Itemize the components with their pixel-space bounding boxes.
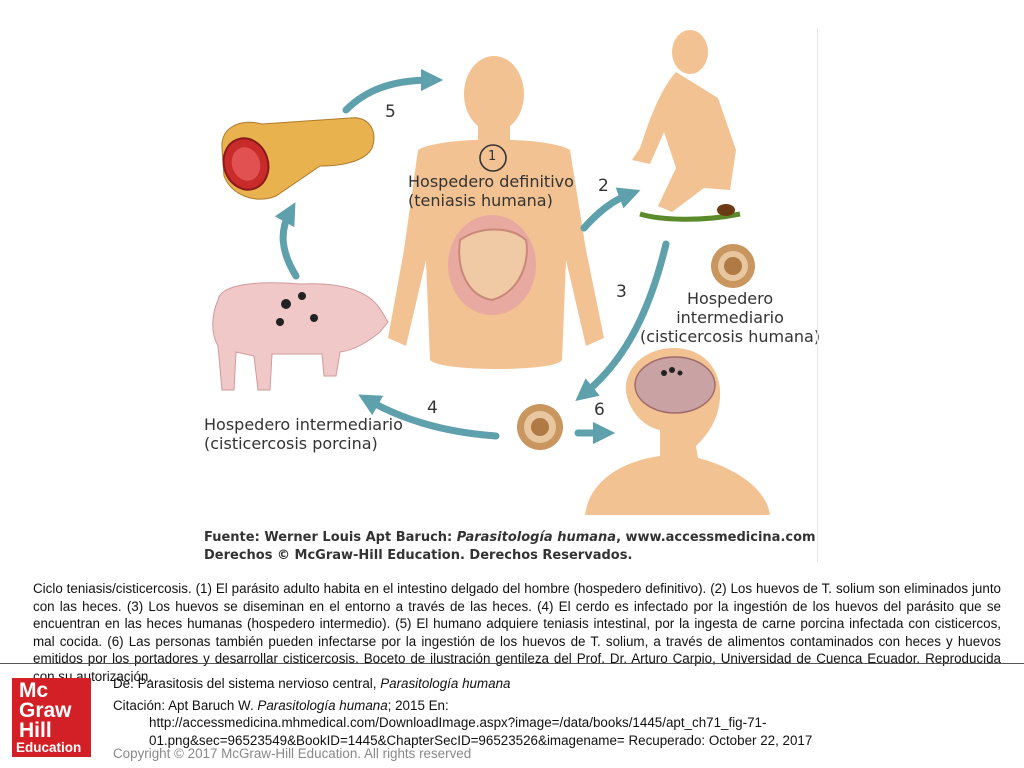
intermediate-pig-subtitle: (cisticercosis porcina) xyxy=(204,434,378,453)
from-line: De: Parasitosis del sistema nervioso cen… xyxy=(113,675,812,693)
source-rights: Derechos © McGraw-Hill Education. Derech… xyxy=(204,548,633,563)
definitive-host-figure xyxy=(388,56,604,369)
intermediate-host-head-figure xyxy=(585,348,770,515)
step-number-1: 1 xyxy=(488,149,497,164)
citation-footer: De: Parasitosis del sistema nervioso cen… xyxy=(113,675,812,749)
citation-url-line-1[interactable]: http://accessmedicina.mhmedical.com/Down… xyxy=(149,715,767,731)
intermediate-human-host-label: Hospedero intermediario (cisticercosis h… xyxy=(640,289,820,346)
squatting-human-figure xyxy=(632,30,741,222)
intermediate-pig-host-label: Hospedero intermediario (cisticercosis p… xyxy=(204,415,403,453)
citation-url-line-2[interactable]: 01.png&sec=96523549&BookID=1445&ChapterS… xyxy=(149,732,813,748)
tapeworm-egg-icon xyxy=(711,244,755,288)
arrow-step-4 xyxy=(358,394,500,440)
intermediate-pig-title: Hospedero intermediario xyxy=(204,415,403,434)
pork-ham-icon xyxy=(221,117,375,200)
arrow-step-2 xyxy=(580,187,641,232)
footer-divider xyxy=(0,663,1024,664)
logo-line-3: Hill xyxy=(19,719,52,742)
logo-line-1: Mc xyxy=(19,679,49,702)
source-suffix: , www.accessmedicina.com xyxy=(616,530,816,545)
tapeworm-egg-icon xyxy=(517,404,563,450)
step-number-3: 3 xyxy=(616,282,627,302)
from-prefix: De: xyxy=(113,676,138,691)
figure-source: Fuente: Werner Louis Apt Baruch: Parasit… xyxy=(204,529,816,565)
citation-book: Parasitología humana xyxy=(257,697,388,713)
intermediate-human-subtitle: (cisticercosis humana) xyxy=(640,327,821,346)
from-book: Parasitología humana xyxy=(380,676,511,691)
logo-line-2: Graw xyxy=(19,699,72,722)
figure-border xyxy=(817,28,818,562)
logo-line-4: Education xyxy=(16,740,82,755)
arrow-step-5 xyxy=(342,68,444,114)
definitive-host-subtitle: (teniasis humana) xyxy=(408,191,553,210)
definitive-host-title: Hospedero definitivo xyxy=(408,172,574,191)
definitive-host-label: Hospedero definitivo (teniasis humana) xyxy=(408,172,574,210)
intermediate-human-title-2: intermediario xyxy=(676,308,784,327)
arrow-step-5-up xyxy=(274,202,300,280)
intermediate-human-title: Hospedero xyxy=(686,289,774,308)
mcgraw-hill-logo: Mc Graw Hill Education xyxy=(12,678,91,757)
from-title: Parasitosis del sistema nervioso central… xyxy=(137,676,381,691)
step-number-6: 6 xyxy=(594,400,605,420)
step-number-4: 4 xyxy=(427,398,438,418)
step-number-2: 2 xyxy=(598,176,609,196)
arrow-step-3 xyxy=(575,240,670,402)
source-book: Parasitología humana xyxy=(456,530,617,545)
copyright-notice: Copyright © 2017 McGraw-Hill Education. … xyxy=(113,746,472,761)
citation-line: Citación: Apt Baruch W. Parasitología hu… xyxy=(113,697,812,715)
step-number-5: 5 xyxy=(385,102,396,122)
pig-figure xyxy=(212,282,389,391)
citation-prefix: Citación: Apt Baruch W. xyxy=(113,697,258,713)
citation-suffix: ; 2015 En: xyxy=(387,697,449,713)
figure-caption: Ciclo teniasis/cisticercosis. (1) El par… xyxy=(33,581,1001,684)
source-prefix: Fuente: Werner Louis Apt Baruch: xyxy=(204,530,457,545)
cycle-arrows xyxy=(274,68,670,445)
